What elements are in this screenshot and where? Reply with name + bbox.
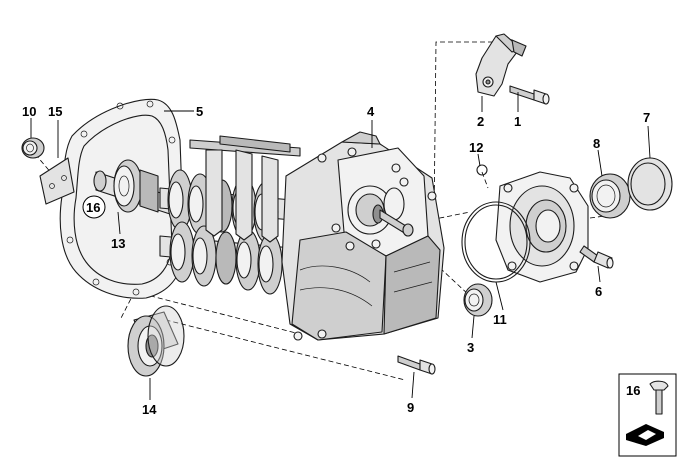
radial-seal-8 <box>589 173 631 219</box>
callout-11: 11 <box>493 312 507 327</box>
callout-9: 9 <box>407 400 414 415</box>
ring-7 <box>627 157 673 211</box>
transmission-housing-4 <box>281 131 445 341</box>
bearing-14 <box>127 305 185 377</box>
gear-cluster <box>159 135 301 295</box>
bolt-6 <box>579 245 614 269</box>
shaft-13 <box>93 159 171 215</box>
bolt-1 <box>509 85 550 105</box>
o-ring-12 <box>476 164 488 176</box>
callout-6: 6 <box>595 284 602 299</box>
legend-label: 16 <box>626 383 640 398</box>
callout-4: 4 <box>367 104 375 119</box>
callout-16: 16 <box>86 200 100 215</box>
callout-15: 15 <box>48 104 62 119</box>
callout-12: 12 <box>469 140 483 155</box>
callout-3: 3 <box>467 340 474 355</box>
callout-14: 14 <box>142 402 157 417</box>
seal-ring-10 <box>21 137 45 159</box>
callout-13: 13 <box>111 236 125 251</box>
selector-lever-2 <box>475 33 527 97</box>
legend-box: 16 <box>618 373 677 457</box>
callout-1: 1 <box>514 114 521 129</box>
callout-7: 7 <box>643 110 650 125</box>
shaft-seal-3 <box>463 283 493 317</box>
callout-2: 2 <box>477 114 484 129</box>
leader-lines <box>30 92 651 400</box>
cover-plate-15 <box>39 157 75 205</box>
callout-labels: 1 2 3 4 5 6 7 8 9 10 11 12 13 14 15 16 <box>22 104 650 417</box>
callout-5: 5 <box>196 104 203 119</box>
output-flange-housing <box>495 171 589 283</box>
callout-16-badge <box>82 195 106 219</box>
callout-8: 8 <box>593 136 600 151</box>
screw-icon <box>649 380 669 415</box>
callout-10: 10 <box>22 104 36 119</box>
bolt-9 <box>397 355 436 375</box>
